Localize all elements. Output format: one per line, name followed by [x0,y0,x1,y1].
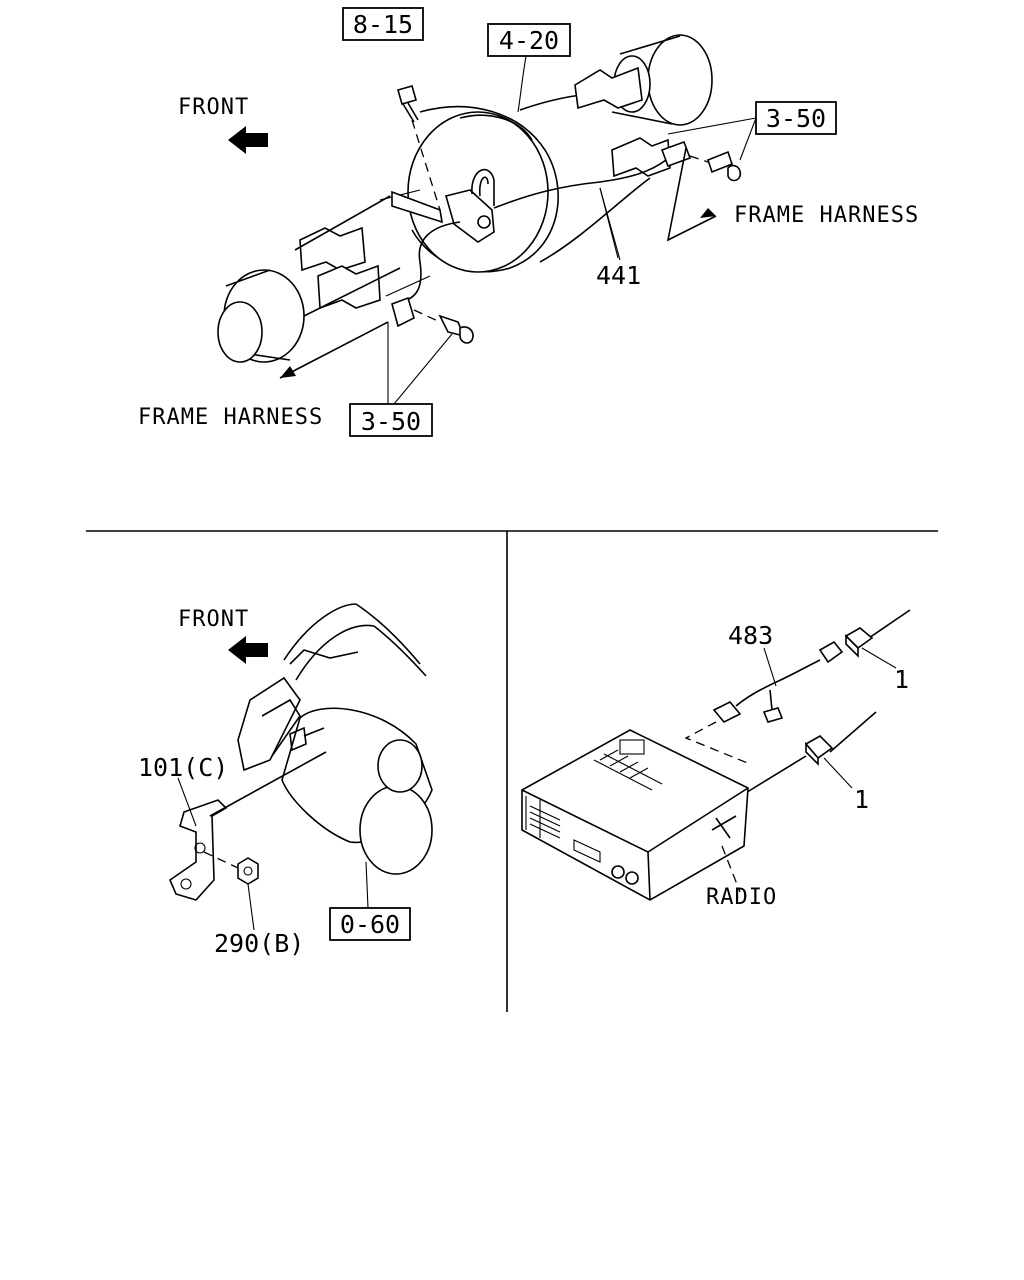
leader-4-20 [517,55,527,113]
callout-3-50-top: 3-50 [766,104,826,133]
frame-harness-label-right: FRAME HARNESS [734,203,919,228]
part-number-1-bottom: 1 [854,785,869,814]
leader-3-50-bottom [387,322,453,405]
callout-box-8-15 [342,7,424,41]
radio-label: RADIO [706,885,777,910]
bracket-101c [169,751,327,901]
callout-4-20: 4-20 [499,26,559,55]
callout-box-0-60 [329,907,411,941]
part-number-101c: 101(C) [138,753,228,782]
leader-3-50-top [667,117,757,161]
callout-box-3-50-bottom [349,403,433,437]
frame-harness-label-left: FRAME HARNESS [138,405,323,430]
left-connector [279,296,474,379]
nut-290b [203,851,259,885]
part-number-1-top: 1 [894,665,909,694]
callout-box-4-20 [487,23,571,57]
abs-sensor-assembly [391,169,495,243]
part-number-290b: 290(B) [214,929,304,958]
leader-290b [247,883,255,931]
part-number-441: 441 [596,261,641,290]
front-arrow-top [228,126,268,154]
body-panel [237,603,427,772]
leader-0-60 [365,861,369,909]
right-connector [660,140,742,242]
callout-0-60: 0-60 [340,910,400,939]
horn-bracket-view: FRONT [138,603,433,958]
axle-housing [294,66,671,319]
front-label-top: FRONT [178,95,249,120]
bolt-8-15 [397,85,441,211]
left-axle-hub [217,269,305,363]
callout-box-3-50-top [755,101,837,135]
part-number-483: 483 [728,621,773,650]
horn [281,707,433,875]
antenna-cable-top [844,609,911,669]
leader-101c [177,777,197,827]
rear-axle-view: FRONT [138,7,919,437]
front-label-bottom: FRONT [178,607,249,632]
callout-3-50-bottom: 3-50 [361,407,421,436]
callout-8-15: 8-15 [353,10,413,39]
front-arrow-bottom [228,636,268,664]
leader-441 [599,187,619,259]
antenna-cable-bottom [743,711,877,795]
radio-harness-483 [684,640,844,765]
radio-unit [521,729,749,901]
radio-view: 483 1 1 RADIO [521,609,911,910]
